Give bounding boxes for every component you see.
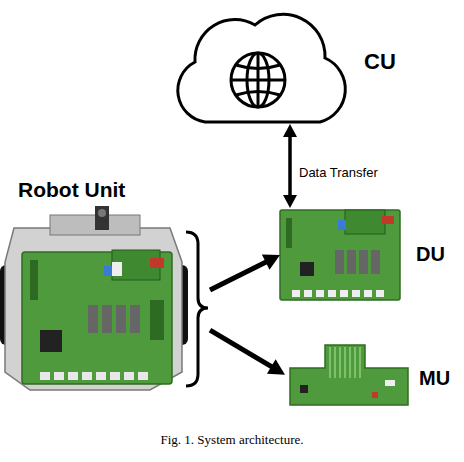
edge-label: Data Transfer — [299, 165, 378, 180]
node-heading: DU — [416, 243, 445, 266]
arrow-head — [283, 124, 297, 137]
mu-board — [290, 345, 408, 405]
node-heading: CU — [364, 49, 396, 75]
robot-unit-node: Robot Unit — [0, 176, 210, 390]
connector-line — [288, 134, 292, 197]
figure-caption: Fig. 1. System architecture. — [0, 432, 464, 448]
connector-arrow — [283, 124, 297, 208]
connector-line — [210, 330, 274, 368]
cloud-node: CU — [172, 4, 402, 124]
cloud — [178, 14, 346, 122]
board-node: MU — [285, 345, 445, 407]
node-heading: Robot Unit — [18, 178, 125, 202]
arrow-head — [262, 255, 280, 270]
connector-arrow — [210, 330, 285, 375]
connector-line — [210, 261, 269, 290]
du-board — [280, 210, 400, 300]
node-heading: MU — [419, 367, 450, 390]
robot-illustration — [0, 206, 188, 390]
arrow-head — [283, 195, 297, 208]
globe-icon — [231, 53, 285, 107]
arrow-head — [267, 359, 285, 374]
board-node: DU — [280, 208, 445, 300]
connector-arrow — [210, 255, 280, 291]
bracket — [186, 232, 208, 386]
